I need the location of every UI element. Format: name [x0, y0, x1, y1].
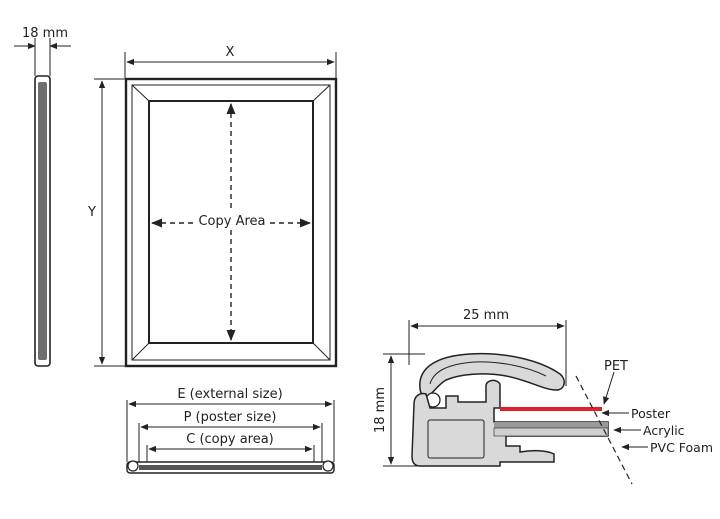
bottom-view: E (external size) P (poster size) C (cop…	[126, 387, 335, 474]
acrylic-layer	[494, 422, 608, 428]
bottom-frame-panel	[139, 465, 322, 470]
profile-section: 25 mm 18 mm PET Poster Acrylic PVC Foam	[373, 308, 713, 485]
side-thickness-label: 18 mm	[22, 26, 68, 41]
external-size-label: E (external size)	[177, 387, 282, 402]
poster-layer	[500, 407, 602, 411]
copy-area-size-label: C (copy area)	[186, 432, 274, 447]
pvc-foam-label: PVC Foam	[650, 440, 713, 455]
bottom-frame-right-hinge	[322, 460, 334, 472]
poster-size-label: P (poster size)	[184, 410, 277, 425]
acrylic-label: Acrylic	[643, 423, 685, 438]
profile-height-label: 18 mm	[373, 387, 388, 433]
pet-label: PET	[604, 359, 628, 374]
side-frame-core	[38, 82, 47, 360]
profile-width-label: 25 mm	[463, 308, 509, 323]
poster-label: Poster	[631, 406, 671, 421]
profile-cover-inner-line	[429, 361, 547, 385]
x-label: X	[226, 45, 235, 60]
copy-area-label: Copy Area	[198, 214, 265, 229]
pvc-foam-layer	[493, 427, 609, 437]
pet-callout-arrow	[603, 371, 615, 405]
front-view: X Y Copy Area	[87, 45, 338, 368]
front-frame-lip	[131, 84, 331, 361]
profile-cut-line	[575, 375, 633, 485]
y-label: Y	[87, 205, 96, 220]
profile-chamber	[427, 419, 485, 459]
bottom-frame-left-hinge	[127, 460, 139, 472]
side-view: 18 mm	[14, 26, 71, 367]
